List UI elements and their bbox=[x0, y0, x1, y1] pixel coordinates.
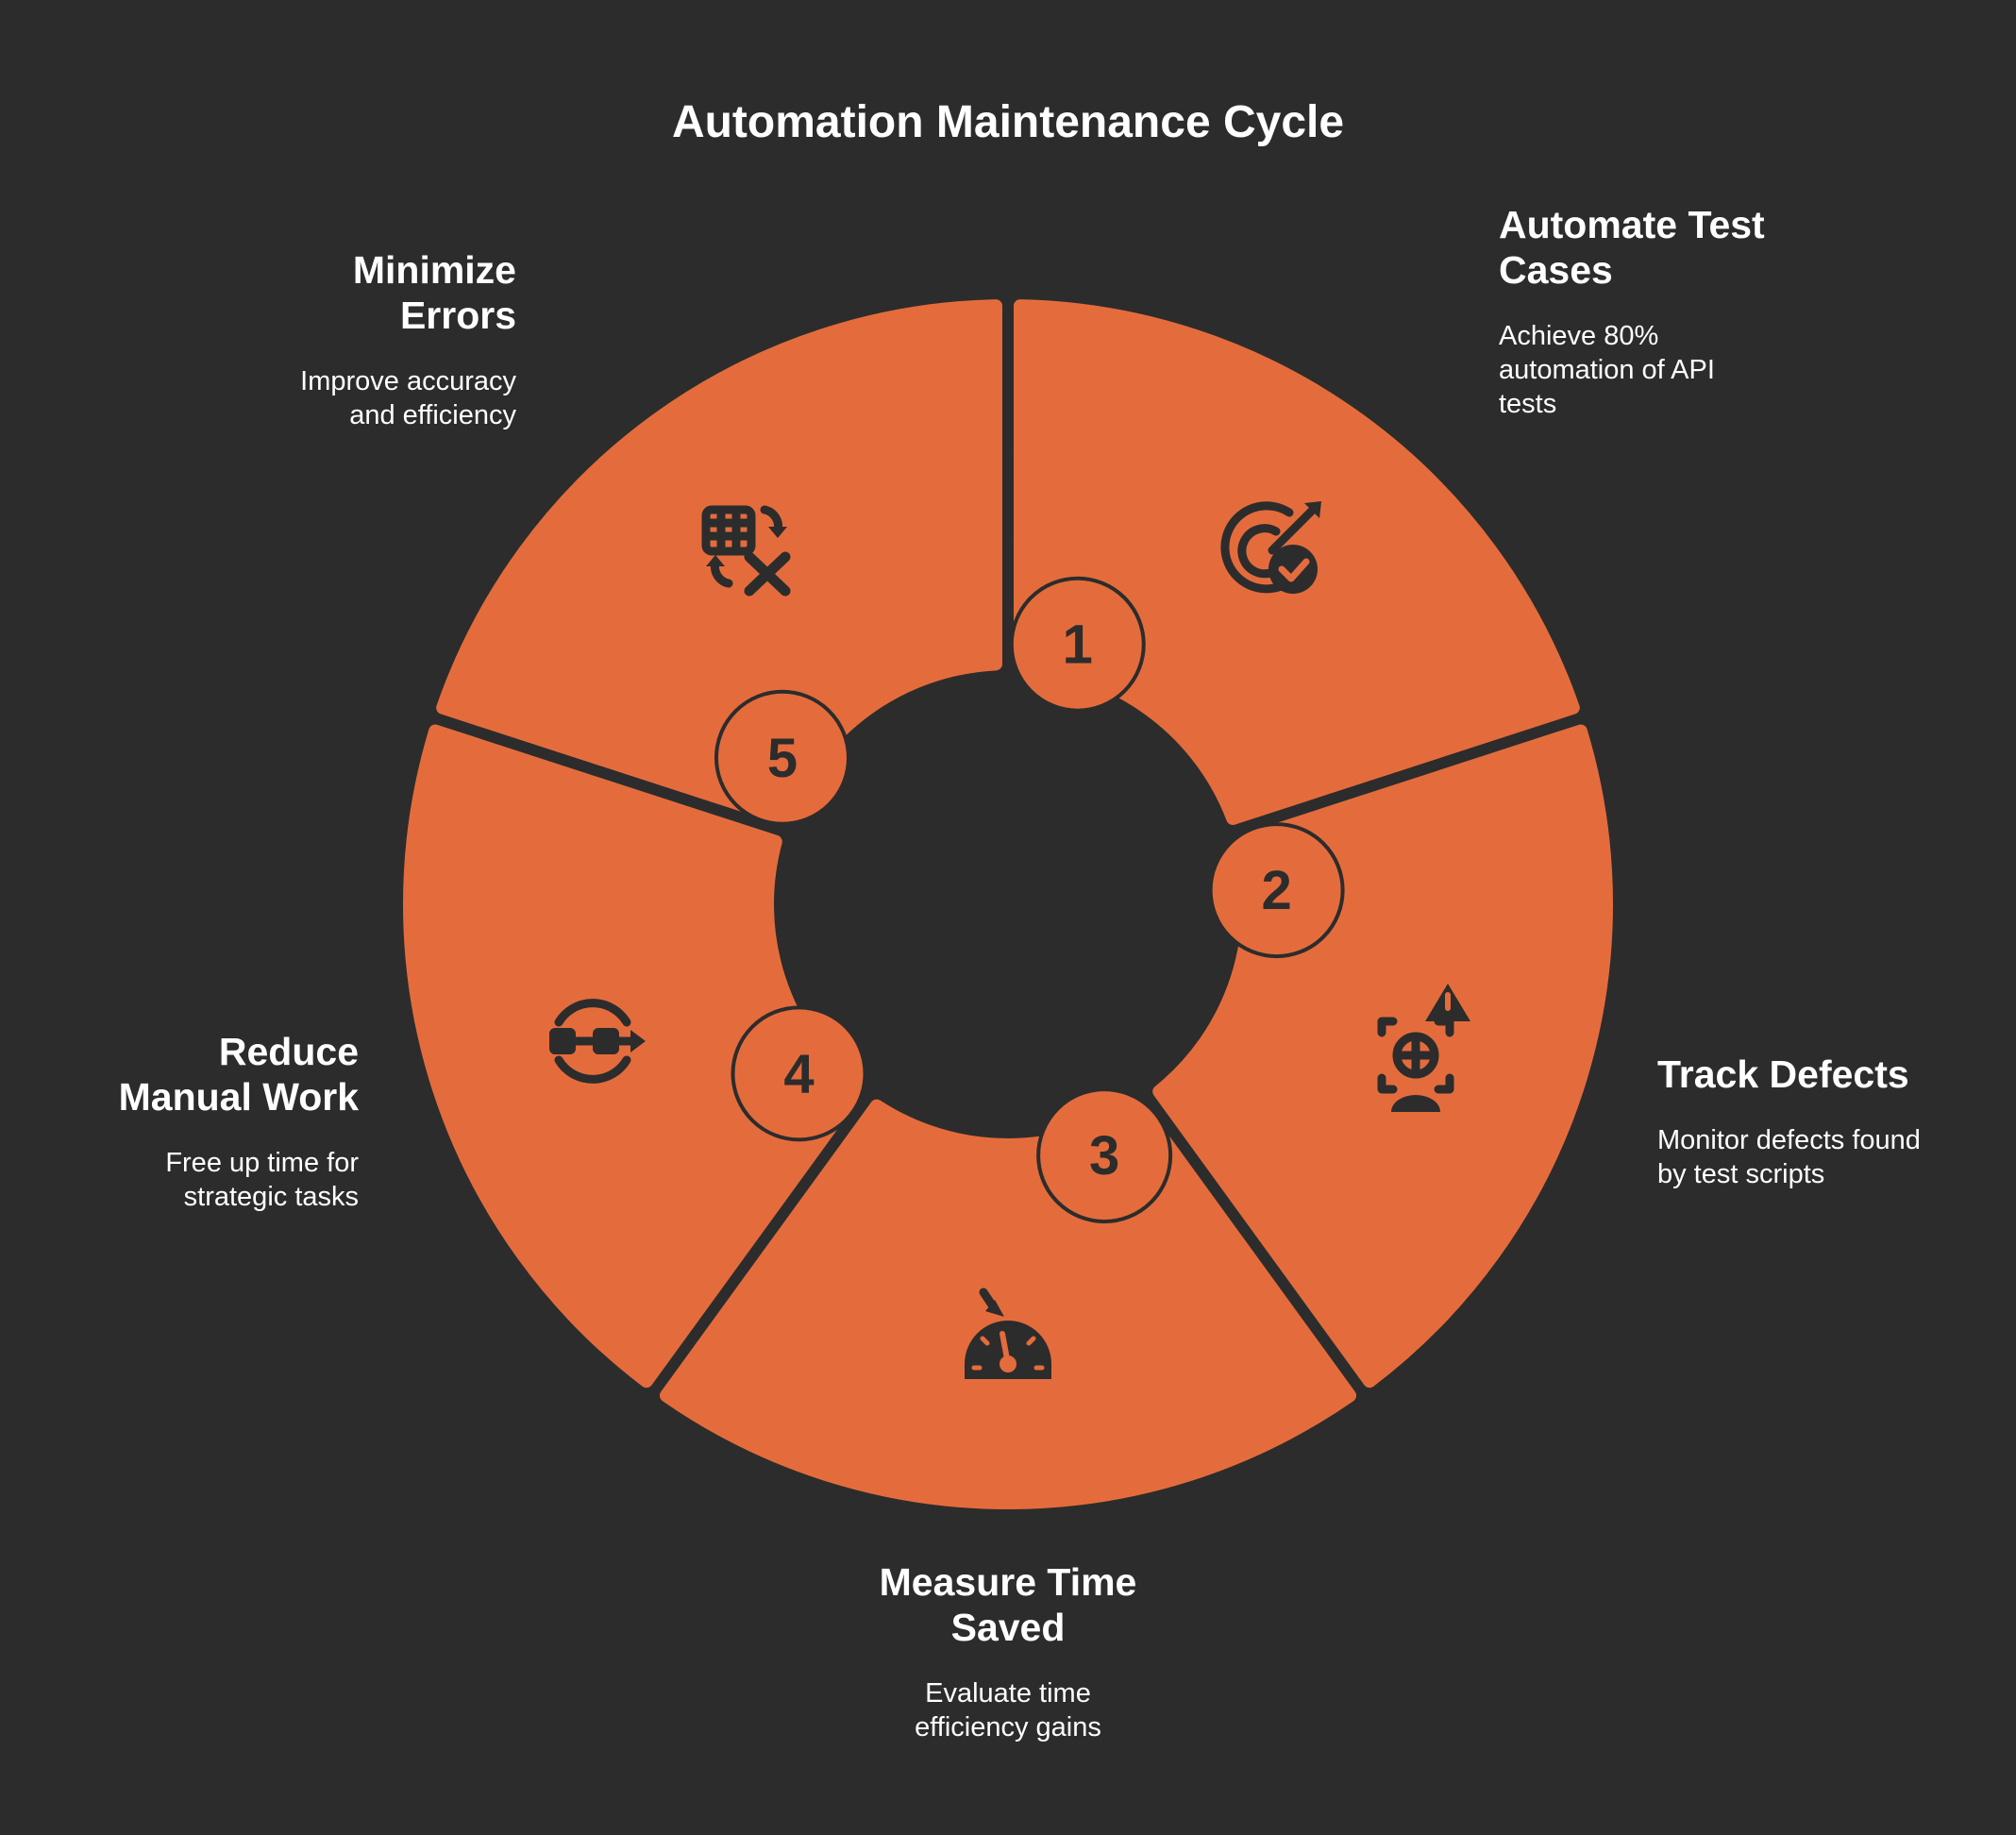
speedometer-icon bbox=[965, 1288, 1051, 1379]
step-4-label: Reduce Manual Work Free up time for stra… bbox=[104, 1029, 359, 1214]
step-badge-3 bbox=[1036, 1087, 1173, 1224]
grid-error-icon bbox=[701, 505, 791, 597]
step-badge-4 bbox=[731, 1005, 867, 1142]
step-5-description: Improve accuracy and efficiency bbox=[300, 366, 516, 430]
step-4-title: Reduce Manual Work bbox=[118, 1030, 359, 1119]
step-5-title: Minimize Errors bbox=[352, 248, 516, 337]
step-2-description: Monitor defects found by test scripts bbox=[1657, 1125, 1921, 1189]
step-5-label: Minimize Errors Improve accuracy and eff… bbox=[261, 247, 516, 432]
step-number-4: 4 bbox=[783, 1043, 814, 1104]
step-number-5: 5 bbox=[767, 728, 798, 789]
step-1-description: Achieve 80% automation of API tests bbox=[1499, 321, 1715, 419]
step-2-label: Track Defects Monitor defects found by t… bbox=[1657, 1052, 1969, 1191]
target-check-icon bbox=[1220, 501, 1321, 594]
step-badge-1 bbox=[1009, 576, 1146, 713]
step-3-label: Measure Time Saved Evaluate time efficie… bbox=[862, 1559, 1154, 1744]
step-badge-2 bbox=[1208, 822, 1345, 959]
page-title: Automation Maintenance Cycle bbox=[671, 97, 1345, 147]
manual-link-cycle-icon bbox=[549, 999, 646, 1084]
step-3-title: Measure Time Saved bbox=[879, 1560, 1137, 1649]
step-number-2: 2 bbox=[1261, 860, 1291, 921]
step-4-description: Free up time for strategic tasks bbox=[165, 1148, 359, 1212]
step-number-3: 3 bbox=[1089, 1125, 1119, 1187]
step-2-title: Track Defects bbox=[1657, 1052, 1909, 1096]
defect-warning-icon bbox=[1377, 984, 1470, 1112]
step-1-title: Automate Test Cases bbox=[1499, 203, 1765, 292]
step-number-1: 1 bbox=[1063, 614, 1093, 676]
step-1-label: Automate Test Cases Achieve 80% automati… bbox=[1499, 202, 1810, 421]
step-3-description: Evaluate time efficiency gains bbox=[915, 1678, 1101, 1742]
step-badge-5 bbox=[714, 689, 850, 826]
